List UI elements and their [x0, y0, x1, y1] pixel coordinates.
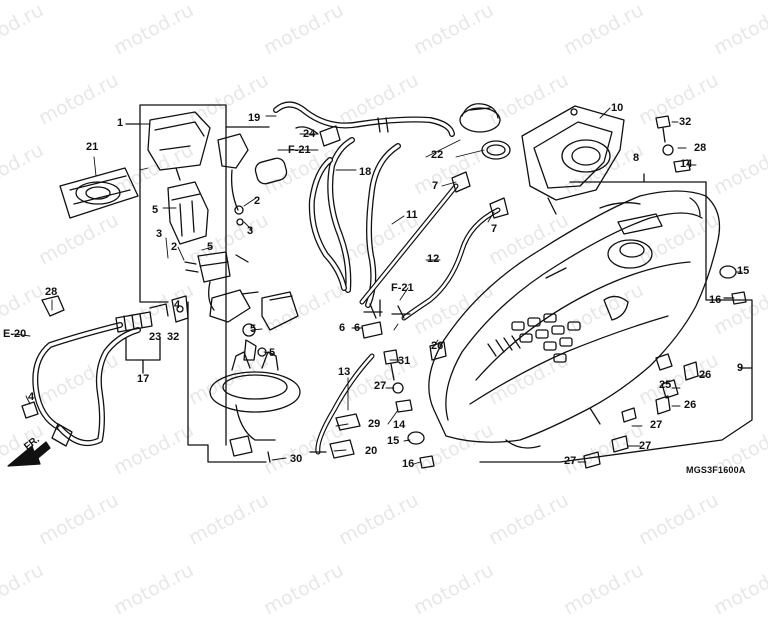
- callout-number: 31: [398, 355, 411, 367]
- callout-number: 26: [699, 369, 712, 381]
- reference-label-f21-top: F-21: [288, 144, 311, 156]
- callout-number: 4: [28, 391, 35, 403]
- tank-callout-brackets: [479, 173, 753, 463]
- callout-number: 6: [354, 322, 361, 334]
- callout-number: 2: [254, 195, 261, 207]
- callout-number: 22: [431, 149, 444, 161]
- callout-number: 23: [149, 331, 162, 343]
- callout-number: 10: [611, 102, 624, 114]
- reference-label-e20: E-20: [3, 328, 27, 340]
- callout-number: 1: [117, 117, 124, 129]
- reference-label-f21-mid: F-21: [391, 282, 414, 294]
- sender-connector: [209, 289, 299, 361]
- pump-body: [167, 181, 209, 245]
- callout-number: 16: [709, 294, 722, 306]
- callout-number: 27: [639, 440, 652, 452]
- drain-hoses: [359, 171, 509, 321]
- front-direction-arrow: [7, 441, 51, 467]
- callout-number: 8: [633, 152, 640, 164]
- callout-number: 7: [491, 223, 498, 235]
- callout-number: 32: [167, 331, 180, 343]
- callout-number: 28: [694, 142, 707, 154]
- callout-number: 14: [393, 419, 406, 431]
- callout-number: 21: [86, 141, 99, 153]
- callout-number: 17: [137, 373, 150, 385]
- callout-number: 3: [156, 228, 163, 240]
- pump-cover: [147, 111, 211, 181]
- callout-number: 20: [365, 445, 378, 457]
- fuel-filter-mesh: [59, 167, 139, 219]
- pump-strainer: [184, 251, 249, 311]
- callout-number: 27: [650, 419, 663, 431]
- callout-number: 29: [368, 418, 381, 430]
- diagram-artwork: [7, 101, 753, 469]
- pump-assembly-bracket: [125, 104, 270, 463]
- fuel-tank: [428, 190, 721, 449]
- callout-number: 5: [250, 323, 257, 335]
- callout-number: 27: [564, 455, 577, 467]
- callout-number: 30: [290, 453, 303, 465]
- callout-number: 6: [339, 322, 346, 334]
- mount-hardware-left: [383, 349, 435, 469]
- callout-number: 19: [248, 112, 261, 124]
- callout-number: 25: [659, 379, 672, 391]
- callout-number: 28: [45, 286, 58, 298]
- callout-number: 32: [679, 116, 692, 128]
- callout-number: 14: [680, 158, 693, 170]
- callout-number: 2: [171, 241, 178, 253]
- filler-cap: [459, 103, 511, 160]
- diagram-code: MGS3F1600A: [686, 465, 746, 475]
- callout-number: 5: [152, 204, 159, 216]
- overflow-hose: [308, 137, 401, 308]
- pump-flange: [209, 351, 301, 463]
- breather-hose: [273, 101, 455, 147]
- callout-number: 24: [303, 128, 316, 140]
- callout-17-bracket: [125, 337, 161, 374]
- callout-number: 12: [427, 253, 440, 265]
- callout-number: 18: [359, 166, 372, 178]
- callout-number: 26: [431, 340, 444, 352]
- regulator-parts: [217, 133, 288, 226]
- callout-number: 16: [402, 458, 415, 470]
- tank-drain-hose: [309, 303, 411, 459]
- callout-number: 4: [174, 299, 181, 311]
- callout-number: 15: [737, 265, 750, 277]
- leader-lines: [13, 107, 743, 465]
- callout-number: 11: [406, 209, 418, 221]
- callout-number: 5: [207, 241, 214, 253]
- callout-number: 3: [247, 225, 254, 237]
- callout-number: 26: [684, 399, 697, 411]
- callout-number: 7: [432, 180, 439, 192]
- callout-number: 27: [374, 380, 387, 392]
- callout-number: 13: [338, 366, 351, 378]
- storage-tray: [521, 105, 625, 215]
- fuel-feed-hose: [21, 295, 189, 447]
- callout-number: 5: [269, 347, 276, 359]
- callout-number: 15: [387, 435, 400, 447]
- trim-pieces: [429, 341, 699, 469]
- callout-number: 9: [737, 362, 744, 374]
